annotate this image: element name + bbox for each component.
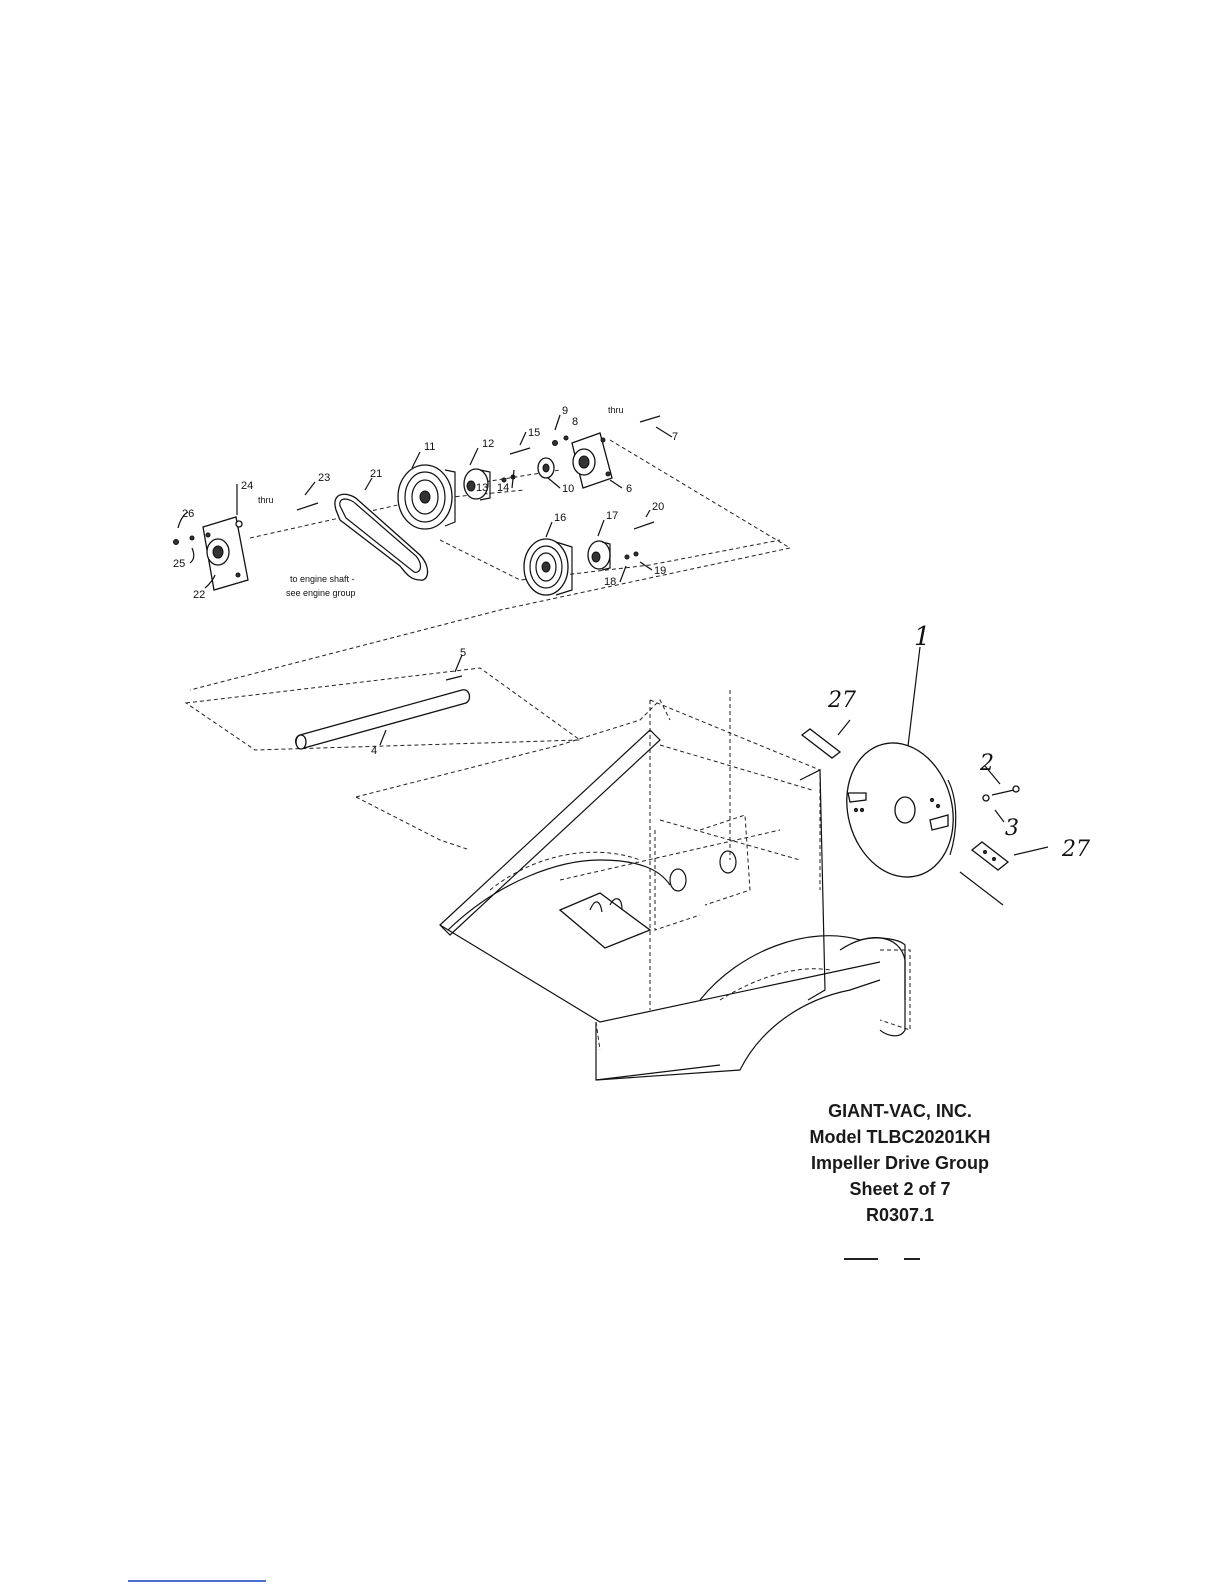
- label-14: 14: [497, 482, 509, 494]
- sheave-pulley-11: [398, 465, 455, 529]
- key-20: [634, 522, 654, 529]
- label-24: 24: [241, 480, 253, 492]
- note-thru-right: thru: [608, 405, 624, 415]
- label-10: 10: [562, 483, 574, 495]
- revision-number: R0307.1: [770, 1202, 1030, 1228]
- label-22: 22: [193, 589, 205, 601]
- label-13: 13: [476, 482, 488, 494]
- label-25: 25: [173, 558, 185, 570]
- label-2: 2: [979, 751, 994, 776]
- label-1: 1: [914, 622, 931, 652]
- bearing-flange-right: [572, 433, 612, 488]
- label-11: 11: [424, 441, 435, 453]
- inner-baffle: [560, 893, 650, 948]
- label-5: 5: [460, 647, 466, 659]
- sheave-pulley-16: [524, 539, 572, 595]
- label-18: 18: [604, 576, 616, 588]
- bolt-7: [640, 416, 672, 437]
- label-27-upper: 27: [827, 688, 856, 713]
- label-3: 3: [1005, 816, 1019, 841]
- label-21: 21: [370, 468, 382, 480]
- label-9: 9: [562, 405, 568, 417]
- note-thru-left: thru: [258, 495, 274, 505]
- shaft-key-5: [446, 676, 462, 680]
- label-26: 26: [182, 508, 194, 520]
- key-15: [510, 448, 530, 454]
- label-4: 4: [371, 745, 377, 757]
- company-name: GIANT-VAC, INC.: [770, 1098, 1030, 1124]
- hardware-8-9: [553, 436, 569, 446]
- footer-rule: [128, 1580, 266, 1582]
- label-23: 23: [318, 472, 330, 484]
- label-16: 16: [554, 512, 566, 524]
- model-number: Model TLBC20201KH: [770, 1124, 1030, 1150]
- bearing-flange-left: [203, 517, 248, 590]
- impeller-blade-27-lower: [972, 842, 1048, 870]
- label-7: 7: [672, 431, 678, 443]
- group-name: Impeller Drive Group: [770, 1150, 1030, 1176]
- label-19: 19: [654, 565, 666, 577]
- title-block: GIANT-VAC, INC. Model TLBC20201KH Impell…: [770, 1098, 1030, 1228]
- label-20: 20: [652, 501, 664, 513]
- bolt-23: [297, 482, 318, 510]
- bushing-hub-17: [588, 541, 610, 570]
- label-6: 6: [626, 483, 632, 495]
- note-engine-shaft: to engine shaft -: [290, 574, 355, 584]
- label-12: 12: [482, 438, 494, 450]
- label-27-lower: 27: [1061, 837, 1090, 862]
- label-15: 15: [528, 427, 540, 439]
- impeller-blade-27-upper: [802, 720, 850, 758]
- impeller-disc-1: [832, 647, 1003, 905]
- sheet-number: Sheet 2 of 7: [770, 1176, 1030, 1202]
- label-8: 8: [572, 416, 578, 428]
- collar-10: [538, 458, 554, 478]
- label-17: 17: [606, 510, 618, 522]
- note-engine-group: see engine group: [286, 588, 356, 598]
- title-underline: [844, 1258, 924, 1260]
- screws-18-19: [625, 552, 638, 559]
